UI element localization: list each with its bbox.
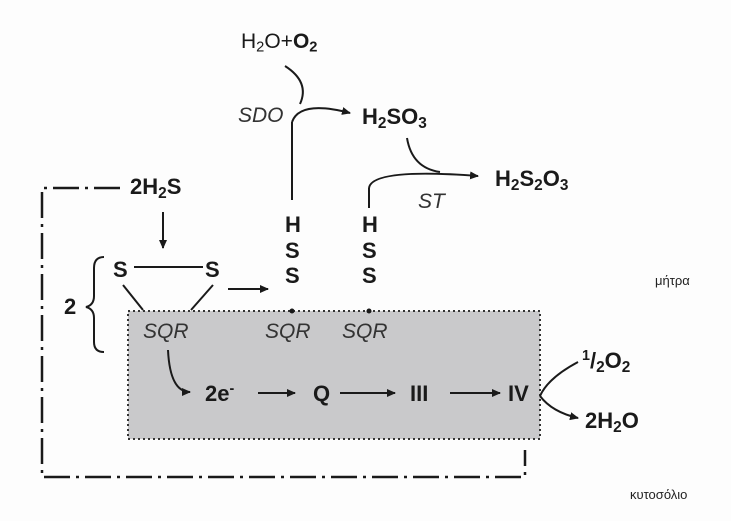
complex-iv-label: IV <box>508 381 529 406</box>
half-sub: 2 <box>596 358 605 376</box>
persulfide-1-h: H <box>285 212 301 237</box>
h2s2o3-sub2: 2 <box>534 176 543 194</box>
sqr-label-2: SQR <box>265 320 311 343</box>
o2-curve <box>284 65 304 105</box>
two-h2s-sub: 2 <box>158 184 167 202</box>
h2o-o2-label: H2O+O2 <box>241 30 317 56</box>
persulfide-2-h: H <box>362 212 378 237</box>
membrane-box <box>127 310 541 440</box>
o2-sub: 2 <box>309 39 318 56</box>
sdo-label: SDO <box>238 104 284 127</box>
h2so3-sub1: 2 <box>377 114 387 132</box>
half-o2-label: 1/2O2 <box>582 348 631 376</box>
h2s2o3-sub3: 3 <box>559 176 569 194</box>
electrons-sup: - <box>229 381 235 398</box>
attach-dot-1 <box>289 308 295 314</box>
h2o-sub: 2 <box>256 39 265 56</box>
outer-loop-line <box>40 186 527 479</box>
o2-o: O <box>292 30 310 53</box>
st-reaction-arrow <box>368 171 479 189</box>
two-h2o-label: 2H2O <box>585 408 639 437</box>
h2so3-so: SO <box>386 104 419 129</box>
complex-iii-label: III <box>410 381 429 406</box>
two-h2o-sub: 2 <box>613 418 622 436</box>
cytosol-label: κυτοσόλιο <box>630 487 688 502</box>
h2s2o3-label: H2S2O3 <box>495 166 568 195</box>
persulfide-1-s2: S <box>285 263 300 288</box>
sqr-label-3: SQR <box>342 320 388 343</box>
iv-to-h2o-arrow <box>539 395 579 421</box>
h2s2o3-o: O <box>542 166 560 191</box>
disulfide-leg-right <box>190 284 214 311</box>
h2s2o3-h: H <box>495 166 511 191</box>
persulfide-2-s2: S <box>362 263 377 288</box>
attach-dot-2 <box>366 308 372 314</box>
h2so3-sub2: 3 <box>418 114 427 132</box>
two-h2o-o: O <box>621 408 639 433</box>
two-h2o-pre: 2H <box>585 408 614 433</box>
h2so3-label: H2SO3 <box>362 104 427 133</box>
electrons-text: 2e <box>205 381 230 406</box>
disulfide-leg-left <box>122 284 144 311</box>
persulfide-2-s1: S <box>362 238 377 263</box>
disulfide-s-right: S <box>205 257 220 282</box>
disulfide-s-left: S <box>113 257 128 282</box>
half-o: O <box>604 348 622 373</box>
h2o-h: H <box>241 30 257 53</box>
sqr-label-1: SQR <box>143 320 189 343</box>
h2so3-curve <box>406 137 441 173</box>
half-o-sub: 2 <box>621 358 631 376</box>
sqr-electron-arrow <box>167 349 191 396</box>
h2s2o3-sub1: 2 <box>510 176 520 194</box>
curly-brace <box>85 256 105 353</box>
half-sup: 1 <box>582 348 590 365</box>
sdo-reaction-arrow <box>291 107 351 123</box>
two-h2s-pre: 2H <box>130 174 159 199</box>
h2s2o3-s: S <box>519 166 535 191</box>
q-label: Q <box>313 381 331 406</box>
st-label: ST <box>418 190 445 213</box>
two-h2s-label: 2H2S <box>130 174 181 203</box>
two-h2s-s: S <box>166 174 182 199</box>
stoichiometry-2: 2 <box>64 294 77 319</box>
electrons-label: 2e- <box>205 381 234 407</box>
h2so3-h: H <box>362 104 378 129</box>
o2-to-iv-curve <box>539 361 579 397</box>
matrix-label: μήτρα <box>655 273 690 288</box>
h2o-rest: O+ <box>264 30 293 53</box>
persulfide-1-s1: S <box>285 238 300 263</box>
